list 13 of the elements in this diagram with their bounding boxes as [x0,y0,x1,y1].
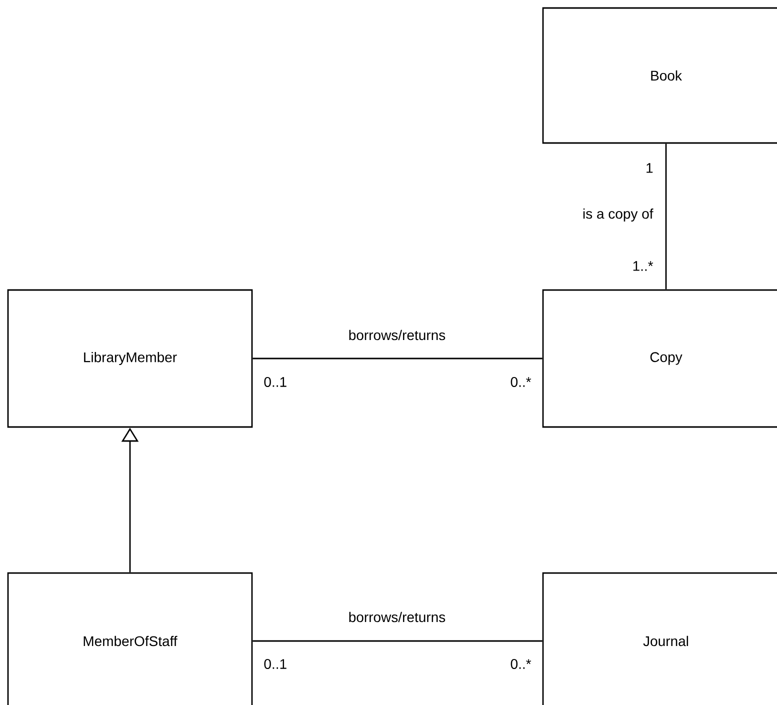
class-box: Journal [542,572,777,705]
class-box: Copy [542,289,777,428]
class-box: Book [542,7,777,144]
association-line [252,640,542,642]
multiplicity-label: 1..* [633,261,654,271]
edge-label: borrows/returns [349,330,446,340]
class-box: MemberOfStaff [7,572,253,705]
class-box: LibraryMember [7,289,253,428]
association-line [665,144,667,290]
association-line [252,358,542,360]
edge-label: borrows/returns [349,612,446,622]
edge-label: is a copy of [583,208,654,222]
multiplicity-label: 1 [646,163,653,173]
